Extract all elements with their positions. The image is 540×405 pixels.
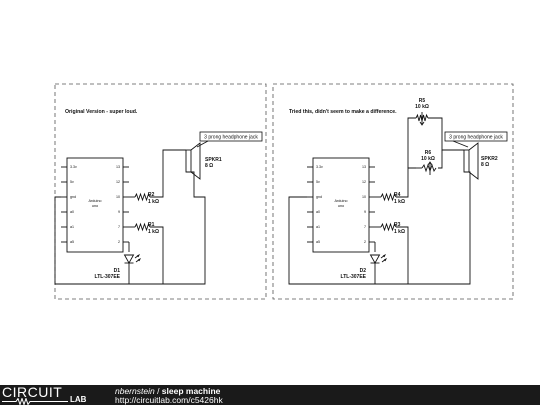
pin-label: a0: [70, 210, 74, 214]
right-note: Tried this, didn't seem to make a differ…: [289, 109, 397, 115]
led-d1: [123, 253, 142, 264]
r5-value: 10 kΩ: [415, 104, 429, 110]
pin-label: a0: [316, 210, 320, 214]
separator: /: [154, 386, 162, 396]
chip-label: Arduino: [88, 199, 101, 203]
pin-label: 5v: [70, 180, 74, 184]
arduino-uno-left: 3.3v 5v gnd a0 a1 a5 13 12 10 9 7 2 Ardu…: [61, 157, 129, 253]
circuitlab-logo[interactable]: CIRCUIT LAB: [2, 384, 102, 405]
logo-word-top: CIRCUIT: [2, 384, 63, 400]
resistor-r4: [380, 192, 397, 202]
r6-value: 10 kΩ: [421, 156, 435, 162]
left-callout: 3 prong headphone jack: [196, 131, 263, 148]
r6-label: R6: [425, 150, 432, 156]
resistor-r2: [134, 192, 151, 202]
r3-label: R3: [394, 222, 401, 228]
r1-value: 1 kΩ: [148, 229, 159, 235]
spkr1-label: SPKR1: [205, 157, 222, 163]
pin-label: a1: [70, 225, 74, 229]
d1-value: LTL-307EE: [95, 274, 121, 280]
r5-label: R5: [419, 98, 426, 104]
pin-label: 10: [362, 195, 366, 199]
pin-label: a1: [316, 225, 320, 229]
d2-label: D2: [360, 268, 367, 274]
d1-label: D1: [114, 268, 121, 274]
r3-value: 1 kΩ: [394, 229, 405, 235]
footer-bar: CIRCUIT LAB nbernstein / sleep machine h…: [0, 385, 540, 405]
r4-label: R4: [394, 192, 401, 198]
chip-label: Arduino: [334, 199, 347, 203]
right-frame: [272, 83, 514, 300]
left-frame: [54, 83, 267, 300]
potentiometer-r5: [415, 112, 429, 126]
chip-label: uno: [92, 204, 98, 208]
pin-label: 3.3v: [70, 165, 77, 169]
schematic-canvas: Original Version - super loud. 3.3v 5v g…: [54, 83, 514, 300]
left-note: Original Version - super loud.: [65, 109, 138, 115]
right-callout-text: 3 prong headphone jack: [449, 135, 503, 141]
author-title-line: nbernstein / sleep machine: [115, 386, 220, 396]
r1-label: R1: [148, 222, 155, 228]
potentiometer-r6: [416, 161, 437, 175]
spkr2-label: SPKR2: [481, 156, 498, 162]
r4-value: 1 kΩ: [394, 199, 405, 205]
pin-label: 3.3v: [316, 165, 323, 169]
pin-label: 12: [116, 180, 120, 184]
pin-label: a5: [316, 240, 320, 244]
circuit-url[interactable]: http://circuitlab.com/c5426hk: [115, 395, 223, 405]
circuit-title: sleep machine: [161, 386, 221, 396]
spkr1-value: 8 Ω: [205, 163, 213, 169]
resistor-r3: [380, 222, 397, 232]
author-link[interactable]: nbernstein: [115, 386, 155, 396]
pin-label: 2: [364, 240, 366, 244]
resistor-r1: [134, 222, 151, 232]
r2-label: R2: [148, 192, 155, 198]
pin-label: a5: [70, 240, 74, 244]
pin-label: 9: [118, 210, 120, 214]
pin-label: 12: [362, 180, 366, 184]
speaker-spkr1: [185, 142, 201, 180]
logo-word-bottom: LAB: [70, 395, 87, 404]
speaker-spkr2: [463, 142, 479, 180]
pin-label: 10: [116, 195, 120, 199]
pin-label: 13: [362, 165, 366, 169]
spkr2-value: 8 Ω: [481, 162, 489, 168]
pin-label: gnd: [70, 195, 76, 199]
d2-value: LTL-307EE: [341, 274, 367, 280]
r2-value: 1 kΩ: [148, 199, 159, 205]
logo-squiggle-icon: [2, 398, 68, 405]
chip-label: uno: [338, 204, 344, 208]
led-d2: [369, 253, 388, 264]
arduino-uno-right: 3.3v 5v gnd a0 a1 a5 13 12 10 9 7 2 Ardu…: [307, 157, 375, 253]
pin-label: 5v: [316, 180, 320, 184]
pin-label: 9: [364, 210, 366, 214]
left-callout-text: 3 prong headphone jack: [204, 135, 258, 141]
pin-label: 2: [118, 240, 120, 244]
pin-label: 7: [118, 225, 120, 229]
pin-label: 13: [116, 165, 120, 169]
pin-label: gnd: [316, 195, 322, 199]
pin-label: 7: [364, 225, 366, 229]
right-callout: 3 prong headphone jack: [444, 131, 508, 148]
